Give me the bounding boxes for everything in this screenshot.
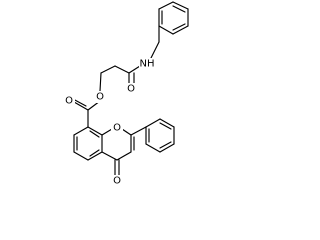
molecule-canvas: NH O O O O O [63, 1, 189, 187]
flavone-phenyl-ring [130, 118, 175, 153]
chromone-benzo-ring [73, 126, 103, 161]
benzyl-phenyl-ring [158, 1, 189, 35]
structure-diagram: NH O O O O O [63, 1, 189, 187]
chromone-pyranone-ring [101, 128, 135, 176]
amide-glycolate-chain [99, 65, 141, 92]
ester-carbonyl-oxygen-label: O [65, 96, 73, 107]
amide-oxygen-label: O [127, 84, 135, 95]
ketone-oxygen-label: O [113, 176, 121, 187]
ester-group [72, 98, 101, 128]
ester-oxygen-label: O [96, 92, 104, 103]
ring-oxygen-label: O [113, 123, 121, 134]
benzyl-linker [149, 25, 160, 61]
atom-labels: NH O O O O O [63, 58, 155, 187]
nh-label: NH [140, 59, 155, 70]
